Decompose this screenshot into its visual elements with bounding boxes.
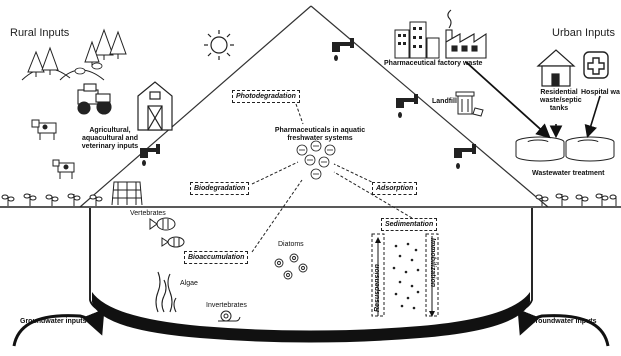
bioaccumulation-box: Bioaccumulation: [184, 251, 249, 264]
hospital-label: Hospital wa: [581, 89, 620, 96]
adsorption-box: Adsorption: [372, 182, 418, 195]
vertebrates-label: Vertebrates: [130, 210, 166, 217]
wastewater-label: Wastewater treatment: [532, 170, 605, 177]
landfill-label: Landfill: [432, 98, 457, 105]
faucet-icon: [396, 94, 418, 118]
algae-icon: [155, 271, 177, 313]
algae-label: Algae: [180, 280, 198, 287]
tractor-icon: [77, 83, 112, 115]
plants-right-icon: [535, 193, 617, 206]
rural-inputs-title: Rural Inputs: [10, 27, 70, 39]
groundwater-inputs-right-label: Groundwater inputs: [530, 318, 597, 325]
sun-icon: [204, 30, 234, 60]
urban-inputs-title: Urban Inputs: [552, 27, 615, 39]
resuspension-box: [371, 233, 385, 317]
fish-cage-icon: [111, 181, 143, 206]
house-icon: [536, 49, 576, 87]
groundwater-inputs-left-label: Groundwater inputs: [20, 318, 87, 325]
diatoms-label: Diatoms: [278, 241, 304, 248]
barn-icon: [137, 81, 173, 131]
plants-left-icon: [1, 193, 103, 206]
invertebrates-label: Invertebrates: [206, 302, 247, 309]
residential-line1: Residential: [540, 89, 578, 96]
sedimentation-box: Sedimentation: [381, 218, 438, 231]
process-connectors: [251, 103, 413, 253]
immobilization-box: [425, 233, 439, 317]
agri-line2: aquacultural and: [81, 135, 138, 142]
photodegradation-box: Photodegradation: [232, 90, 300, 103]
hospital-to-treatment-arrow: [584, 95, 601, 139]
center-label-line2: freshwater systems: [287, 135, 353, 142]
residential-line3: tanks: [549, 105, 569, 112]
goat-icon: [52, 159, 75, 179]
cow-icon: [31, 119, 57, 140]
residential-line2: waste/septic: [540, 97, 582, 104]
snail-icon: [218, 310, 241, 322]
immobilization-label: Immobilization: [429, 238, 436, 287]
faucet-icon: [332, 38, 354, 61]
agri-line1: Agricultural,: [89, 127, 131, 134]
wastewater-tanks-icon: [515, 136, 615, 162]
biodegradation-box: Biodegradation: [190, 182, 250, 195]
center-label-line1: Pharmaceuticals in aquatic: [274, 127, 366, 134]
pharma-factory-label: Pharmaceutical factory waste: [384, 60, 483, 67]
factory-to-treatment-arrow: [465, 61, 551, 139]
forest-icon: [21, 28, 127, 81]
faucet-icon: [454, 144, 476, 169]
city-buildings-icon: [394, 21, 440, 59]
residential-label: Residential waste/septic tanks: [540, 89, 582, 113]
diatom-icon: [274, 253, 308, 280]
resuspension-label: Resuspension: [374, 264, 381, 312]
center-label: Pharmaceuticals in aquatic freshwater sy…: [271, 127, 369, 143]
water-body: [89, 208, 533, 336]
trash-can-icon: [455, 91, 484, 117]
groundwater-arrow-right: [517, 308, 610, 347]
pharmaceutical-particles: [296, 140, 336, 180]
factory-icon: [445, 9, 487, 59]
faucet-icon: [140, 144, 160, 166]
sediment-particles: [392, 242, 420, 310]
hospital-icon: [583, 51, 609, 79]
agricultural-inputs-label: Agricultural, aquacultural and veterinar…: [64, 127, 156, 151]
sheep-icon: [74, 62, 103, 75]
agri-line3: veterinary inputs: [81, 143, 139, 150]
fish-icon: [149, 217, 185, 248]
water-bed: [92, 292, 530, 343]
groundwater-arrow-left: [12, 308, 105, 347]
